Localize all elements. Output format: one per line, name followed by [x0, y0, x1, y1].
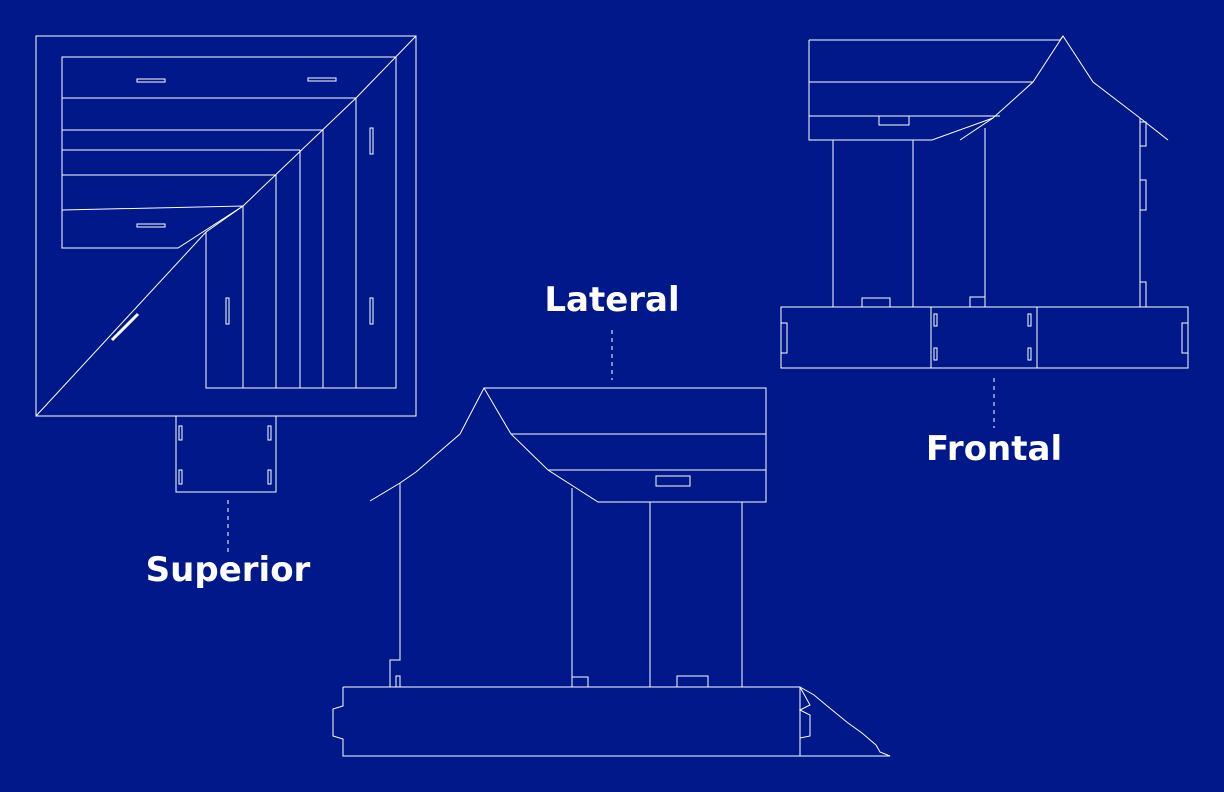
- frontal-view: [780, 35, 1189, 428]
- frontal-label: Frontal: [925, 429, 1063, 469]
- superior-label: Superior: [145, 550, 311, 590]
- lateral-label: Lateral: [544, 280, 680, 320]
- superior-view: [35, 35, 417, 552]
- lateral-view: [332, 330, 891, 757]
